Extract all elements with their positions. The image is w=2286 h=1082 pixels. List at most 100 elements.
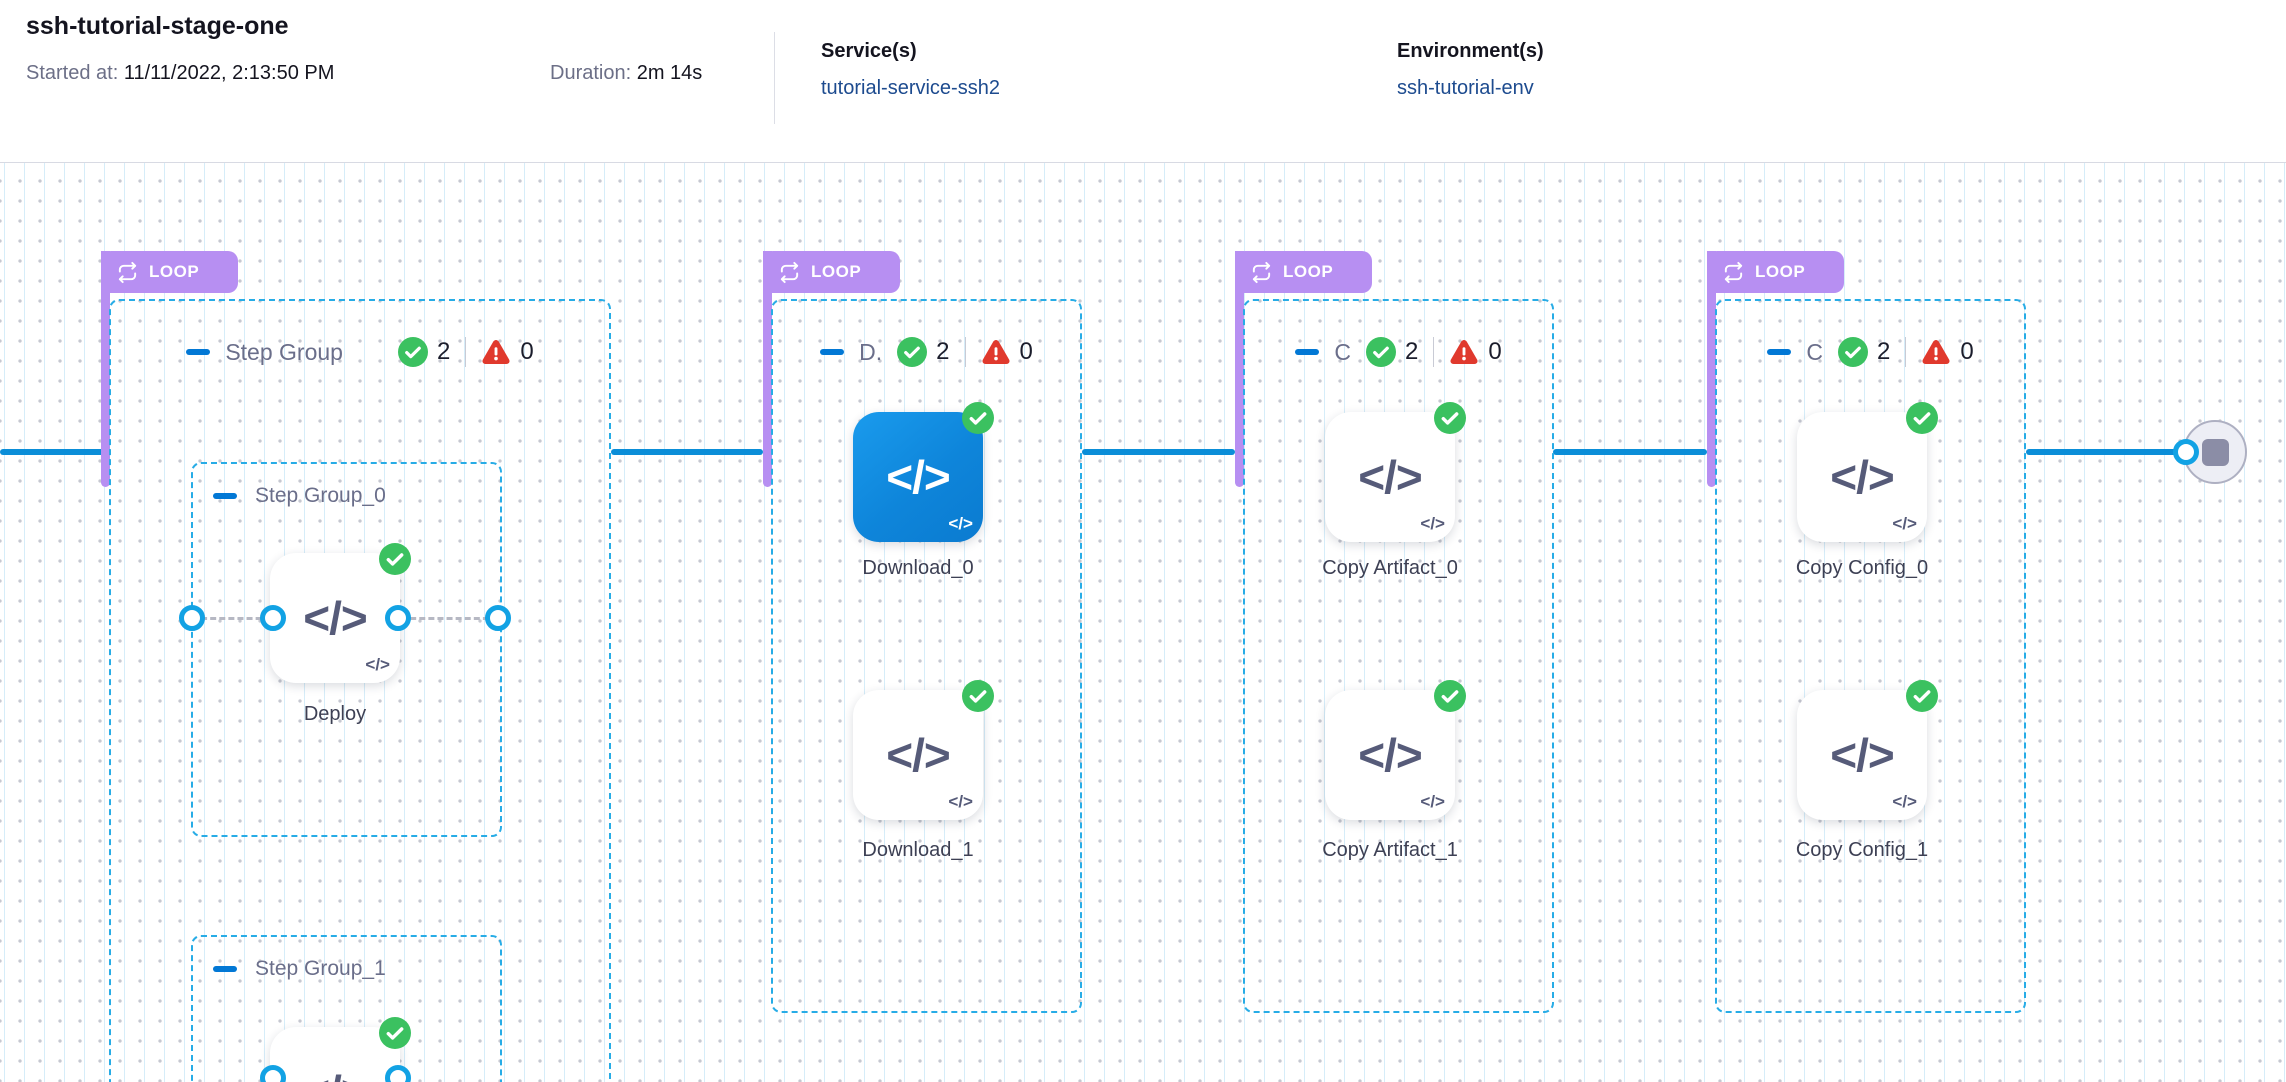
code-step-icon: </>: [886, 729, 951, 781]
loop-badge: LOOP: [1707, 251, 1844, 293]
code-mini-icon: </>: [365, 655, 390, 674]
environments-block: Environment(s) ssh-tutorial-env: [1397, 40, 1544, 100]
code-mini-icon: </>: [948, 514, 973, 533]
connector-port[interactable]: [260, 605, 286, 631]
loop-icon: [1252, 261, 1271, 283]
started-at-label: Started at:: [26, 62, 119, 84]
step-label: Copy Artifact_0: [1322, 557, 1458, 579]
code-step-icon: </>: [270, 1027, 400, 1082]
check-icon: [1365, 337, 1396, 367]
loop-strip: [763, 251, 772, 487]
code-mini-icon: </>: [948, 792, 973, 811]
loop-strip: [101, 251, 110, 487]
loop-badge-label: LOOP: [1755, 262, 1806, 281]
loop-badge: LOOP: [101, 251, 238, 293]
success-count-badge: 2: [897, 337, 950, 367]
stop-square-icon: [2201, 438, 2229, 466]
code-mini-icon: </>: [1420, 514, 1445, 533]
step-group-1-header: Step Group_1: [213, 957, 386, 981]
loop-badge: LOOP: [763, 251, 900, 293]
code-step-icon: </>: [886, 451, 951, 503]
step-label: Download_0: [862, 557, 974, 579]
warning-icon: [981, 340, 1010, 364]
code-mini-icon: </>: [1892, 792, 1917, 811]
code-step-icon: </>: [1358, 729, 1423, 781]
code-step-icon: </>: [1358, 451, 1423, 503]
success-check-icon: [1434, 680, 1466, 712]
check-icon: [897, 337, 928, 367]
success-count: 2: [436, 338, 451, 365]
success-check-icon: [379, 1017, 411, 1049]
step-group-title: Step Group_1: [255, 957, 386, 980]
group-header: C 2 0: [1243, 335, 1554, 369]
duration-label: Duration:: [550, 62, 632, 84]
connector-port[interactable]: [385, 605, 411, 631]
connector-port[interactable]: [385, 1065, 411, 1082]
count-divider: [465, 337, 467, 367]
step-label: Copy Config_1: [1795, 839, 1929, 861]
pipeline-canvas[interactable]: LOOP Step Group 2 0 Step Group_0 </> </>: [0, 163, 2286, 1082]
step-label: Deploy: [303, 703, 367, 725]
collapse-minus-icon[interactable]: [213, 966, 237, 972]
collapse-minus-icon[interactable]: [1767, 349, 1792, 355]
loop-strip: [1707, 251, 1716, 487]
code-step-icon: </>: [303, 592, 368, 644]
loop-group-box-copy-config: [1715, 299, 2026, 1013]
failed-count-badge: 0: [981, 337, 1033, 367]
success-count: 2: [1876, 338, 1891, 365]
loop-group-box-download: [771, 299, 1082, 1013]
duration: Duration: 2m 14s: [550, 62, 702, 85]
connector-line: [611, 449, 763, 455]
connector-port[interactable]: [260, 1065, 286, 1082]
step-node-copy-config-1[interactable]: </> </>: [1797, 680, 1938, 820]
step-node-deploy[interactable]: </> </>: [270, 543, 411, 683]
count-divider: [964, 337, 966, 367]
environment-link[interactable]: ssh-tutorial-env: [1397, 77, 1534, 99]
group-header: Step Group 2 0: [109, 335, 611, 369]
connector-port[interactable]: [179, 605, 205, 631]
group-title: Step Group: [225, 338, 343, 365]
step-node-copy-artifact-0[interactable]: </> </>: [1325, 402, 1466, 542]
step-node-partial[interactable]: </>: [270, 1017, 411, 1082]
success-count-badge: 2: [1837, 337, 1891, 367]
step-node-copy-config-0[interactable]: </> </>: [1797, 402, 1938, 542]
success-count-badge: 2: [397, 337, 451, 367]
warning-icon: [482, 340, 510, 364]
collapse-minus-icon[interactable]: [186, 349, 211, 355]
step-node-download-1[interactable]: </> </>: [853, 680, 994, 820]
step-node-copy-artifact-1[interactable]: </> </>: [1325, 680, 1466, 820]
loop-group-box-step-group: [109, 299, 611, 1082]
loop-icon: [118, 261, 137, 283]
collapse-minus-icon[interactable]: [213, 493, 237, 499]
loop-strip: [1235, 251, 1244, 487]
service-link[interactable]: tutorial-service-ssh2: [821, 77, 1000, 99]
started-at: Started at: 11/11/2022, 2:13:50 PM: [26, 62, 334, 85]
failed-count-badge: 0: [481, 337, 534, 367]
failed-count: 0: [1488, 338, 1502, 365]
collapse-minus-icon[interactable]: [820, 349, 845, 355]
code-mini-icon: </>: [1420, 792, 1445, 811]
group-header: C 2 0: [1715, 335, 2026, 369]
loop-badge-label: LOOP: [149, 262, 200, 281]
success-check-icon: [379, 543, 411, 575]
connector-line: [2026, 449, 2181, 455]
services-label: Service(s): [821, 40, 917, 62]
check-icon: [1837, 337, 1868, 367]
failed-count: 0: [1960, 338, 1974, 365]
group-title: C: [1334, 338, 1351, 365]
count-divider: [1905, 337, 1907, 367]
warning-icon: [1922, 340, 1950, 364]
services-block: Service(s) tutorial-service-ssh2: [821, 40, 1000, 100]
group-header: D. 2 0: [771, 335, 1082, 369]
code-step-icon: </>: [1830, 729, 1895, 781]
loop-badge: LOOP: [1235, 251, 1372, 293]
connector-port[interactable]: [485, 605, 511, 631]
step-group-0-box: [191, 462, 502, 837]
success-check-icon: [1434, 402, 1466, 434]
collapse-minus-icon[interactable]: [1295, 349, 1320, 355]
step-node-download-0[interactable]: </> </>: [853, 402, 994, 542]
group-title: D.: [859, 338, 883, 365]
check-icon: [397, 337, 428, 367]
loop-badge-label: LOOP: [811, 262, 862, 281]
